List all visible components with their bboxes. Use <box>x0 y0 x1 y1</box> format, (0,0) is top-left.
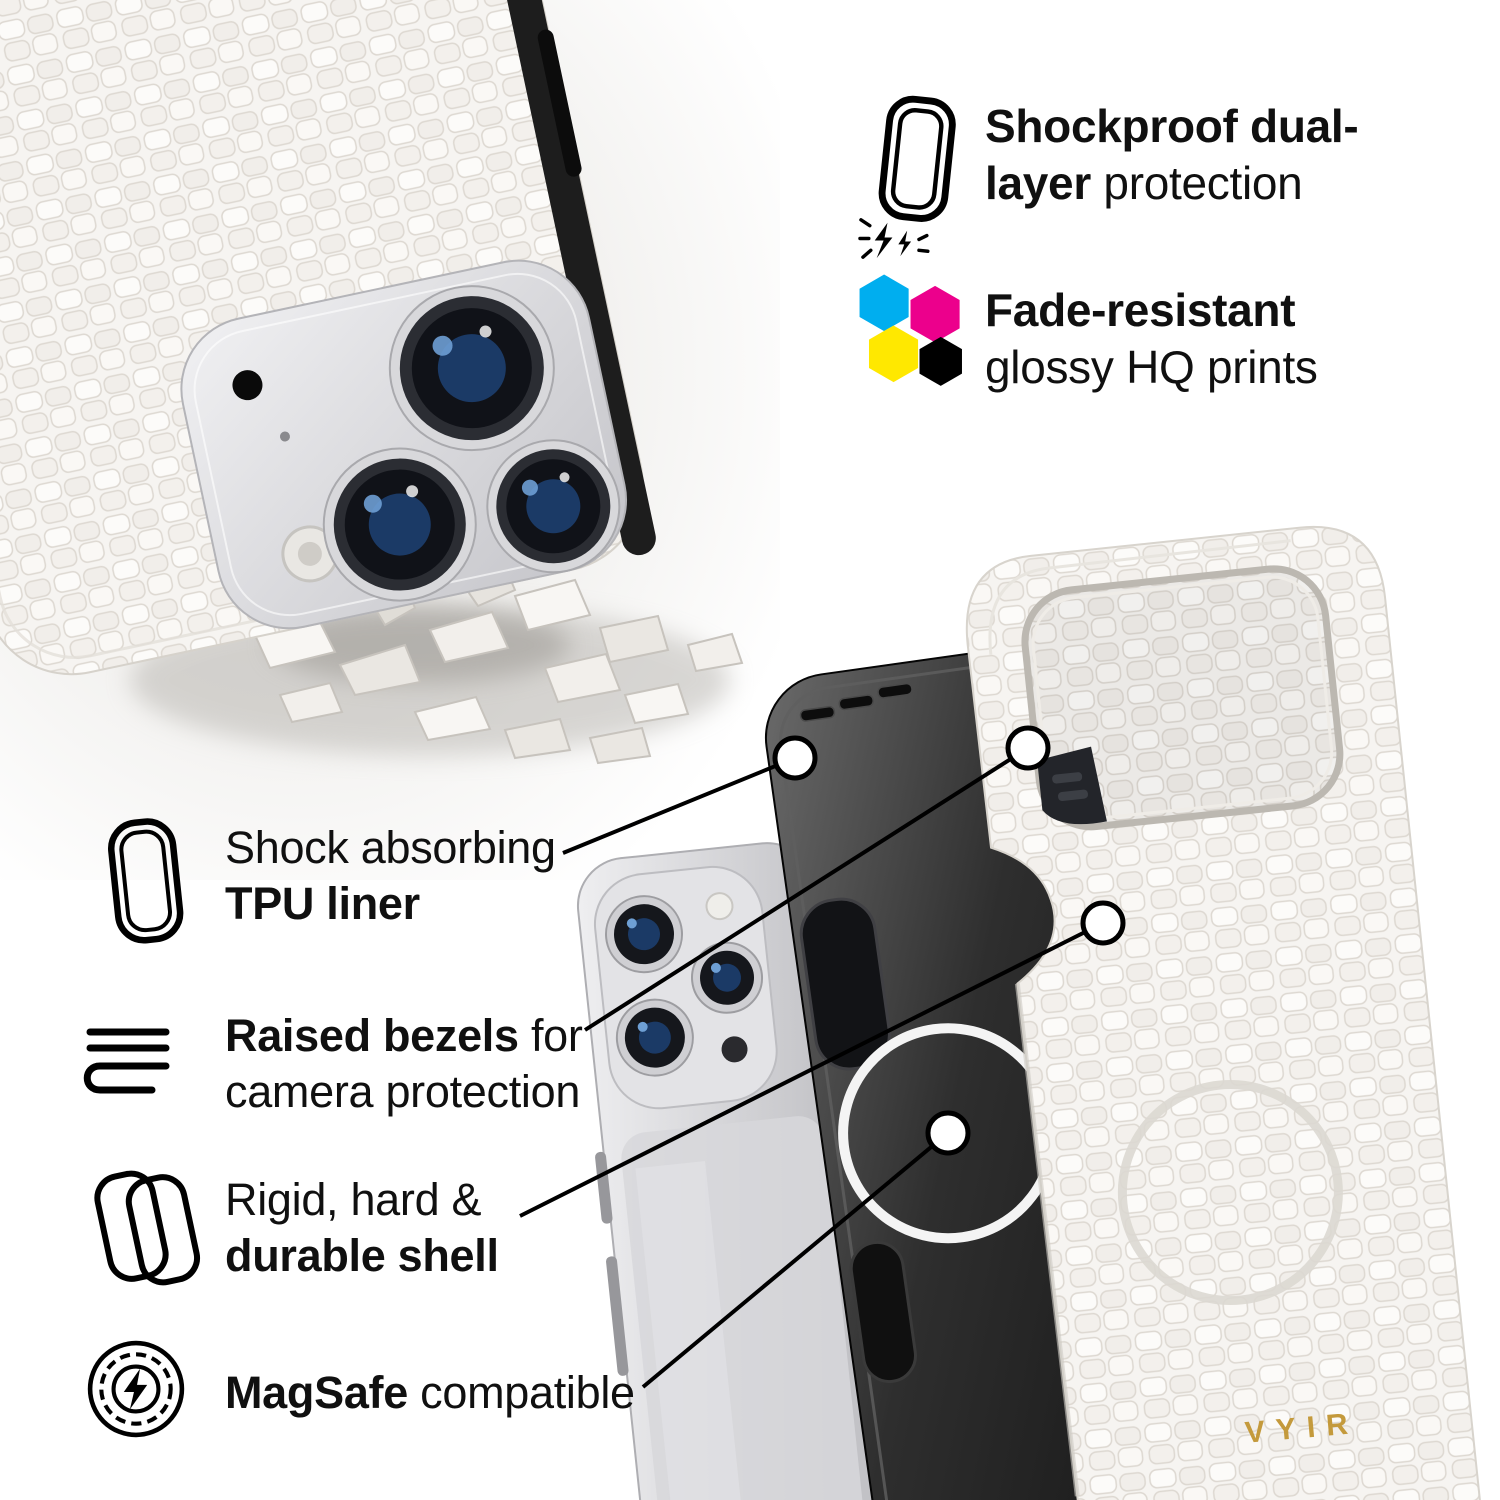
impact-sparks <box>858 218 930 259</box>
cmyk-hexagons-icon <box>859 274 962 386</box>
camera-lens <box>388 285 555 452</box>
dropped-phone-case-illustration <box>0 0 780 880</box>
callout-fade-text: Fade-resistant glossy HQ prints <box>985 284 1318 393</box>
durable-shell-icon <box>94 1170 201 1286</box>
callout-shockproof-text: Shockproof dual- layer protection <box>985 100 1359 209</box>
feature-tpu-liner-text: Shock absorbing TPU liner <box>225 822 556 929</box>
camera-lens <box>322 447 477 602</box>
magenta-hexagon <box>910 285 960 343</box>
cyan-hexagon <box>859 274 909 332</box>
case-layers-illustration: VYIR <box>576 525 1485 1500</box>
liner-visible-through-cutout <box>1037 746 1107 825</box>
feature-raised-bezels-text: Raised bezels for camera protection <box>225 1010 583 1117</box>
camera-lens <box>486 439 621 574</box>
croc-shell-layer <box>965 525 1485 1500</box>
volume-button <box>606 1256 629 1376</box>
raised-bezels-icon <box>83 1028 170 1094</box>
tpu-liner-case-icon <box>108 818 184 944</box>
camera-dot <box>232 370 263 401</box>
tpu-edge <box>433 0 656 556</box>
speaker-grille <box>799 682 913 722</box>
shockproof-case-icon <box>858 95 956 259</box>
feature-durable-shell-text: Rigid, hard & durable shell <box>225 1174 499 1281</box>
black-hexagon <box>919 336 962 386</box>
shell-camera-cutout <box>1024 568 1340 827</box>
yellow-hexagon <box>868 325 919 383</box>
shell-magsafe-indent <box>1117 1080 1343 1306</box>
magsafe-charging-icon <box>87 1340 185 1438</box>
side-button <box>537 29 582 177</box>
lightning-bolt <box>123 1368 148 1410</box>
croc-case-with-camera <box>0 0 656 676</box>
mic-hole <box>279 431 290 442</box>
feature-magsafe-text: MagSafe compatible <box>225 1367 635 1418</box>
